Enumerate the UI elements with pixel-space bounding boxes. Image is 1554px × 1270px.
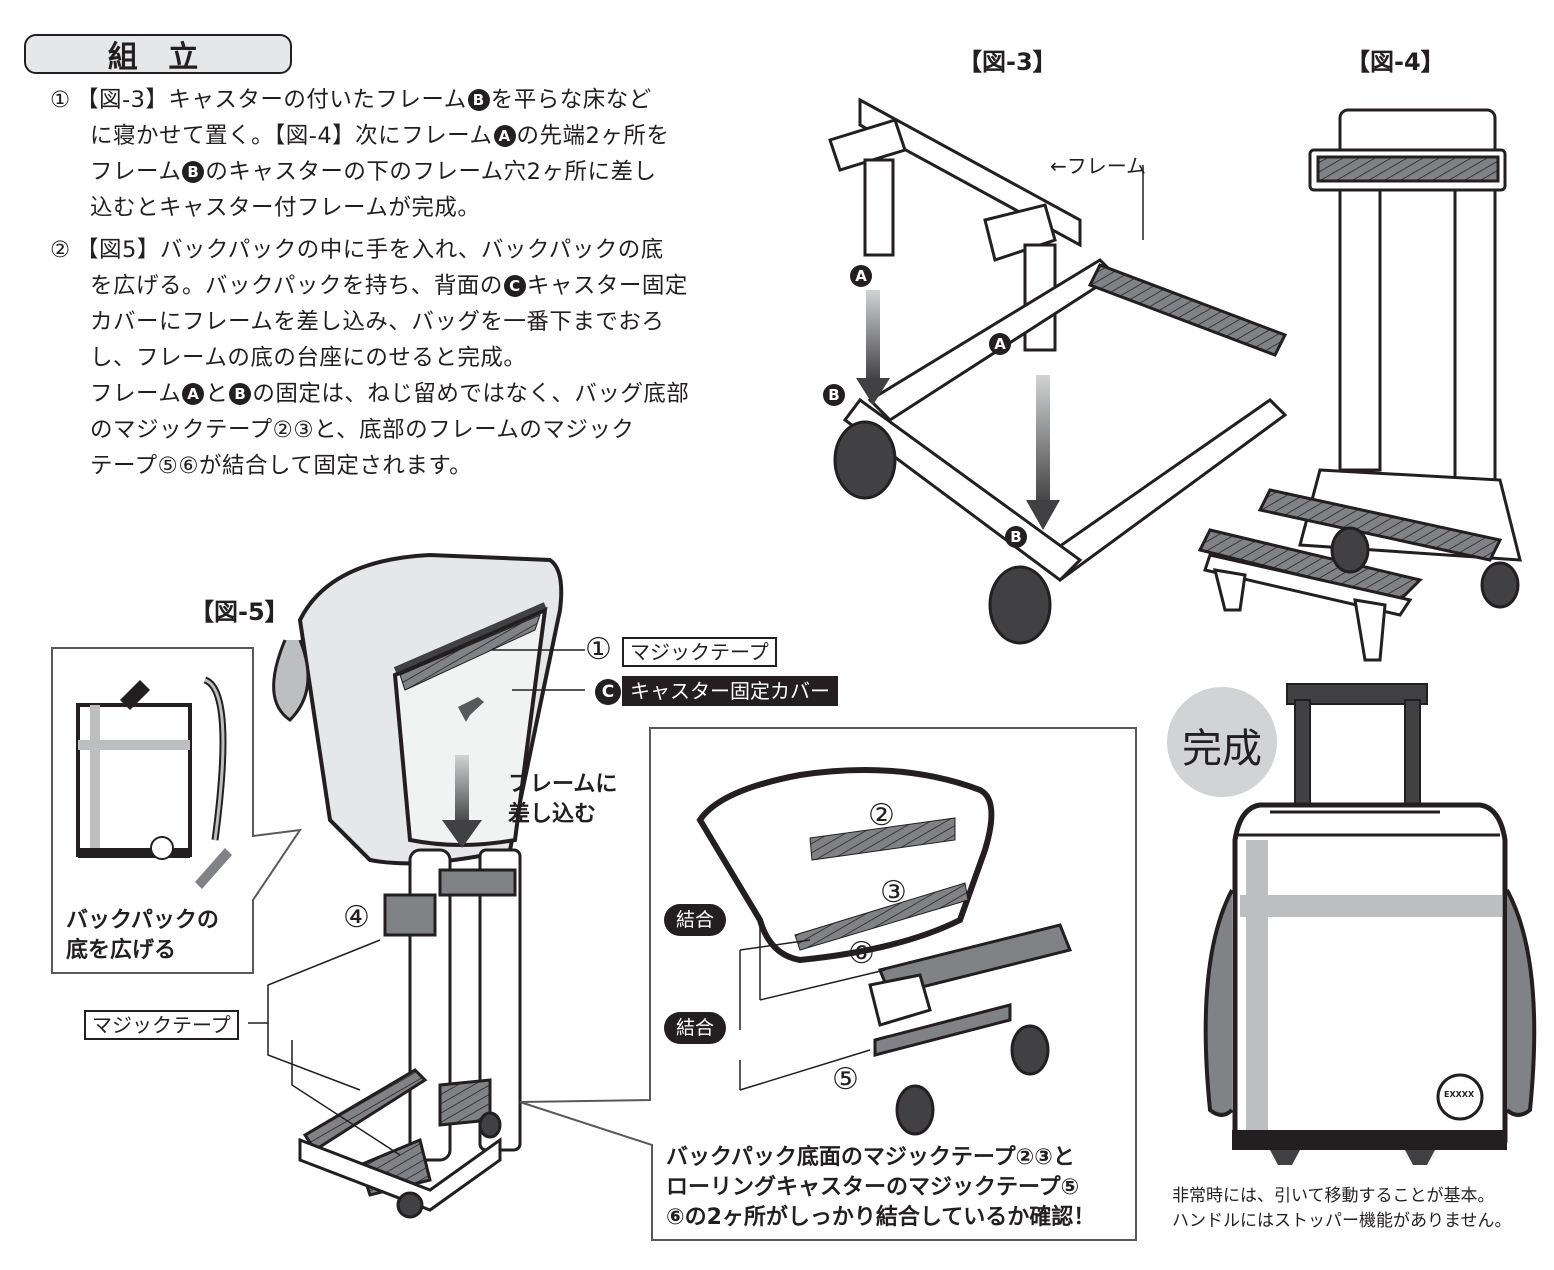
step-number: ① [50,87,71,113]
complete-bag [1167,683,1537,1165]
fig5-backpack [272,552,564,866]
part-marker-a: A [182,383,205,405]
tape-2-label: ② [868,798,895,833]
fig3-marker-b-left: B [823,384,845,406]
step-2: ② 【図5】バックパックの中に手を入れ、バックパックの底を広げる。バックパックを… [50,232,785,484]
detail-illustration [696,767,1073,1136]
complete-badge: 完成 [1182,726,1262,772]
step-text-run: と [205,381,229,407]
step-text-run: し、フレームの底の台座にのせると完成。 [90,345,527,371]
step-text-run: フレーム [90,159,182,185]
step-text-run: キャスター固定 [526,273,688,299]
callout-c-badge: C [595,679,621,705]
fig3-arrow-left-head [856,378,890,405]
tape-leader-top [248,939,381,1024]
callout-1-text: マジックテープ [622,637,777,667]
tape-leader-bottom [291,1040,401,1156]
part-marker-a: A [493,125,516,147]
step-text-run: に寝かせて置く。【図-4】次にフレーム [90,123,493,149]
part-marker-b: B [467,89,490,111]
step-text-run: 【図-3】キャスターの付いたフレーム [76,87,467,113]
step-line: カバーにフレームを差し込み、バッグを一番下までおろ [90,304,785,340]
step-line: し、フレームの底の台座にのせると完成。 [90,340,785,376]
tape-3-label: ③ [880,875,907,910]
fig3-arrow-right [1036,375,1050,505]
step-line: 込むとキャスター付フレームが完成。 [90,190,785,226]
inset-backpack [51,647,303,974]
tape-4-label: ④ [343,900,370,935]
fig5-insert-arrow-head [442,820,482,848]
fig3-frame-label: ←フレーム [1050,154,1147,178]
step-text-run: を平らな床など [490,87,652,113]
join-label-1: 結合 [664,904,727,936]
fig3-label: 【図-3】 [958,48,1057,76]
fig3-marker-a-right: A [989,333,1011,355]
callout-c-text: キャスター固定カバー [622,676,838,706]
step-text-run: のマジックテープ②③と、底部のフレームのマジック [90,417,635,443]
step-number: ② [50,237,71,263]
step-text-run: のキャスターの下のフレーム穴2ヶ所に差し [205,159,657,185]
complete-caption: 非常時には、引いて移動することが基本。 ハンドルにはストッパー機能がありません。 [1172,1186,1512,1231]
fig5-cover-arrow [458,697,484,722]
step-line: テープ⑤⑥が結合して固定されます。 [90,448,785,484]
step-text-run: 込むとキャスター付フレームが完成。 [90,195,481,221]
detail-note: バックパック底面のマジックテープ②③と ローリングキャスターのマジックテープ⑤ … [666,1145,1096,1230]
tape-leader-mid [267,1023,361,1091]
step-text-run: カバーにフレームを差し込み、バッグを一番下までおろ [90,309,665,335]
fig4-frame [1197,108,1522,662]
fig4-label: 【図-4】 [1346,48,1445,76]
fig3-arrow-right-head [1026,500,1060,530]
fig3-marker-a-left: A [850,265,872,287]
insert-instruction: フレームに 差し込む [508,772,618,827]
part-marker-b: B [182,161,205,183]
fig5-label: 【図-5】 [190,598,289,626]
step-text-run: テープ⑤⑥が結合して固定されます。 [90,453,473,479]
step-text-run: 【図5】バックパックの中に手を入れ、バックパックの底 [76,237,664,263]
inset-caption: バックパックの 底を広げる [66,908,219,963]
fig3-frame-a [828,97,1082,352]
brand-logo-text: EXXXX [1444,1090,1475,1099]
step-line: のマジックテープ②③と、底部のフレームのマジック [90,412,785,448]
part-marker-c: C [503,275,526,297]
fig5-insert-arrow [455,755,469,825]
section-title: 組 立 [24,34,292,75]
part-marker-b: B [229,383,252,405]
tape-6-label: ⑥ [848,936,875,971]
fig3-marker-b-right: B [1005,526,1027,548]
step-text: 【図5】バックパックの中に手を入れ、バックパックの底を広げる。バックパックを持ち… [76,232,785,484]
step-text-run: の先端2ヶ所を [516,123,670,149]
fig5-frame [298,848,522,1219]
fig3-arrow-left [866,290,880,380]
tape-5-label: ⑤ [832,1062,859,1097]
step-line: 【図5】バックパックの中に手を入れ、バックパックの底 [76,232,785,268]
tape-label: マジックテープ [84,1010,239,1040]
join-label-2: 結合 [664,1012,727,1044]
step-text-run: の固定は、ねじ留めではなく、バッグ底部 [252,381,690,407]
step-text-run: を広げる。バックパックを持ち、背面の [90,273,503,299]
callout-1-number: ① [585,632,612,667]
step-text-run: フレーム [90,381,182,407]
